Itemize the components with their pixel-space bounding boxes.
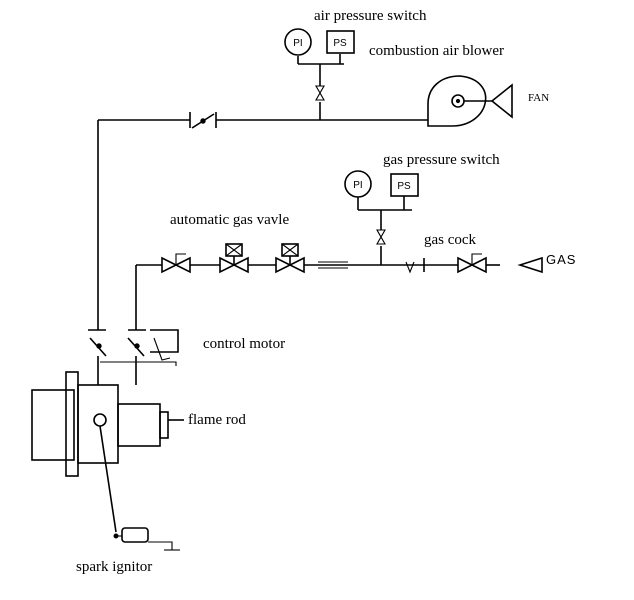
- burner-body: [31, 371, 184, 477]
- air-supply-line: [97, 119, 428, 330]
- automatic-gas-valve-2: [275, 243, 305, 274]
- gas-inlet-arrow: [517, 256, 543, 274]
- air-pressure-switch-branch: [297, 54, 344, 120]
- gas-ps-label: PS: [397, 181, 411, 192]
- gas-pressure-switch-branch: [357, 196, 412, 265]
- control-motor: [100, 329, 179, 366]
- air-ps-label: PS: [333, 38, 347, 49]
- air-pi-label: PI: [293, 38, 302, 49]
- gas-cock-valve: [457, 253, 487, 274]
- automatic-gas-valve-label: automatic gas vavle: [170, 212, 289, 228]
- gas-inlet-valve-1: [161, 253, 191, 274]
- air-damper: [88, 329, 107, 385]
- gas-union-fitting: [405, 258, 425, 274]
- gas-pressure-switch-label: gas pressure switch: [383, 152, 500, 168]
- gas-cock-label: gas cock: [424, 232, 477, 248]
- gas-pi-label: PI: [353, 180, 362, 191]
- automatic-gas-valve-1: [219, 243, 249, 274]
- spark-ignitor: [99, 425, 180, 551]
- flame-rod-label: flame rod: [188, 412, 246, 428]
- air-check-valve: [189, 112, 217, 129]
- air-pressure-indicator: PI: [284, 28, 312, 56]
- combustion-air-blower-label: combustion air blower: [369, 43, 504, 59]
- gas-damper: [127, 329, 146, 385]
- gas-inlet-label: GAS: [546, 252, 576, 267]
- spark-ignitor-label: spark ignitor: [76, 559, 152, 575]
- air-pressure-switch-label: air pressure switch: [314, 8, 427, 24]
- air-pressure-switch-box: PS: [326, 30, 355, 54]
- combustion-air-blower: [427, 75, 513, 127]
- gas-pressure-switch-box: PS: [390, 173, 419, 197]
- control-motor-label: control motor: [203, 336, 285, 352]
- gas-pressure-indicator: PI: [344, 170, 372, 198]
- fan-label: FAN: [528, 92, 549, 104]
